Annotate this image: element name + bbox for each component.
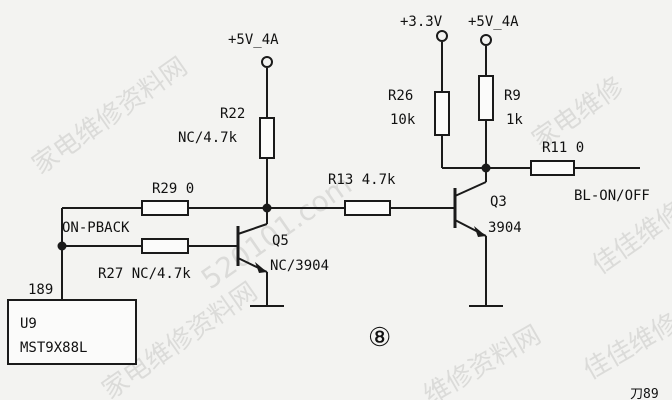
junction-dot: [262, 203, 272, 213]
component-value-r22: NC/4.7k: [178, 130, 238, 146]
transistor-q5: [236, 226, 267, 273]
component-label-r27: R27 NC/4.7k: [98, 266, 191, 282]
component-value-r9: 1k: [506, 112, 523, 128]
ic-part-u9: MST9X88L: [20, 340, 87, 356]
component-name-r9: R9: [504, 88, 521, 104]
component-label-r13: R13 4.7k: [328, 172, 396, 188]
transistor-q3: [453, 188, 486, 237]
ic-u9-box: [7, 299, 137, 365]
component-value-q5: NC/3904: [270, 258, 329, 274]
component-name-q5: Q5: [272, 233, 289, 249]
figure-number-mark: ⑧: [368, 323, 391, 353]
corner-mark: 刀89: [630, 387, 659, 400]
ic-name-u9: U9: [20, 316, 37, 332]
resistor-r13: [344, 200, 391, 216]
component-value-q3: 3904: [488, 220, 522, 236]
junction-dot: [57, 241, 67, 251]
emitter-arrow-icon: [474, 226, 486, 237]
resistor-r11: [530, 160, 575, 176]
component-name-q3: Q3: [490, 194, 507, 210]
supply-terminal: [261, 56, 273, 68]
component-value-r26: 10k: [390, 112, 416, 128]
pin-number-label: 189: [28, 282, 53, 298]
net-label-on-pback: ON-PBACK: [62, 220, 130, 236]
component-label-r29: R29 0: [152, 181, 194, 197]
resistor-r9: [478, 75, 494, 121]
component-name-r22: R22: [220, 106, 245, 122]
wire: [454, 181, 487, 197]
watermark-text: 佳佳维修: [579, 308, 672, 386]
resistor-r22: [259, 117, 275, 159]
component-name-r26: R26: [388, 88, 413, 104]
emitter-arrow-icon: [255, 262, 267, 273]
supply-label: +3.3V: [400, 14, 443, 30]
supply-terminal: [436, 30, 448, 42]
supply-label: +5V_4A: [228, 32, 279, 48]
net-label-bl-on-off: BL-ON/OFF: [574, 188, 650, 204]
junction-dot: [481, 163, 491, 173]
resistor-r29: [141, 200, 189, 216]
component-label-r11: R11 0: [542, 140, 584, 156]
resistor-r27: [141, 238, 189, 254]
watermark-text: 佳佳维修: [587, 196, 672, 280]
supply-label: +5V_4A: [468, 14, 519, 30]
watermark-text: 家电维修资料网: [27, 52, 193, 181]
supply-terminal: [480, 34, 492, 46]
watermark-text: 维修资料网: [419, 320, 547, 400]
resistor-r26: [434, 91, 450, 136]
wire: [237, 223, 268, 235]
